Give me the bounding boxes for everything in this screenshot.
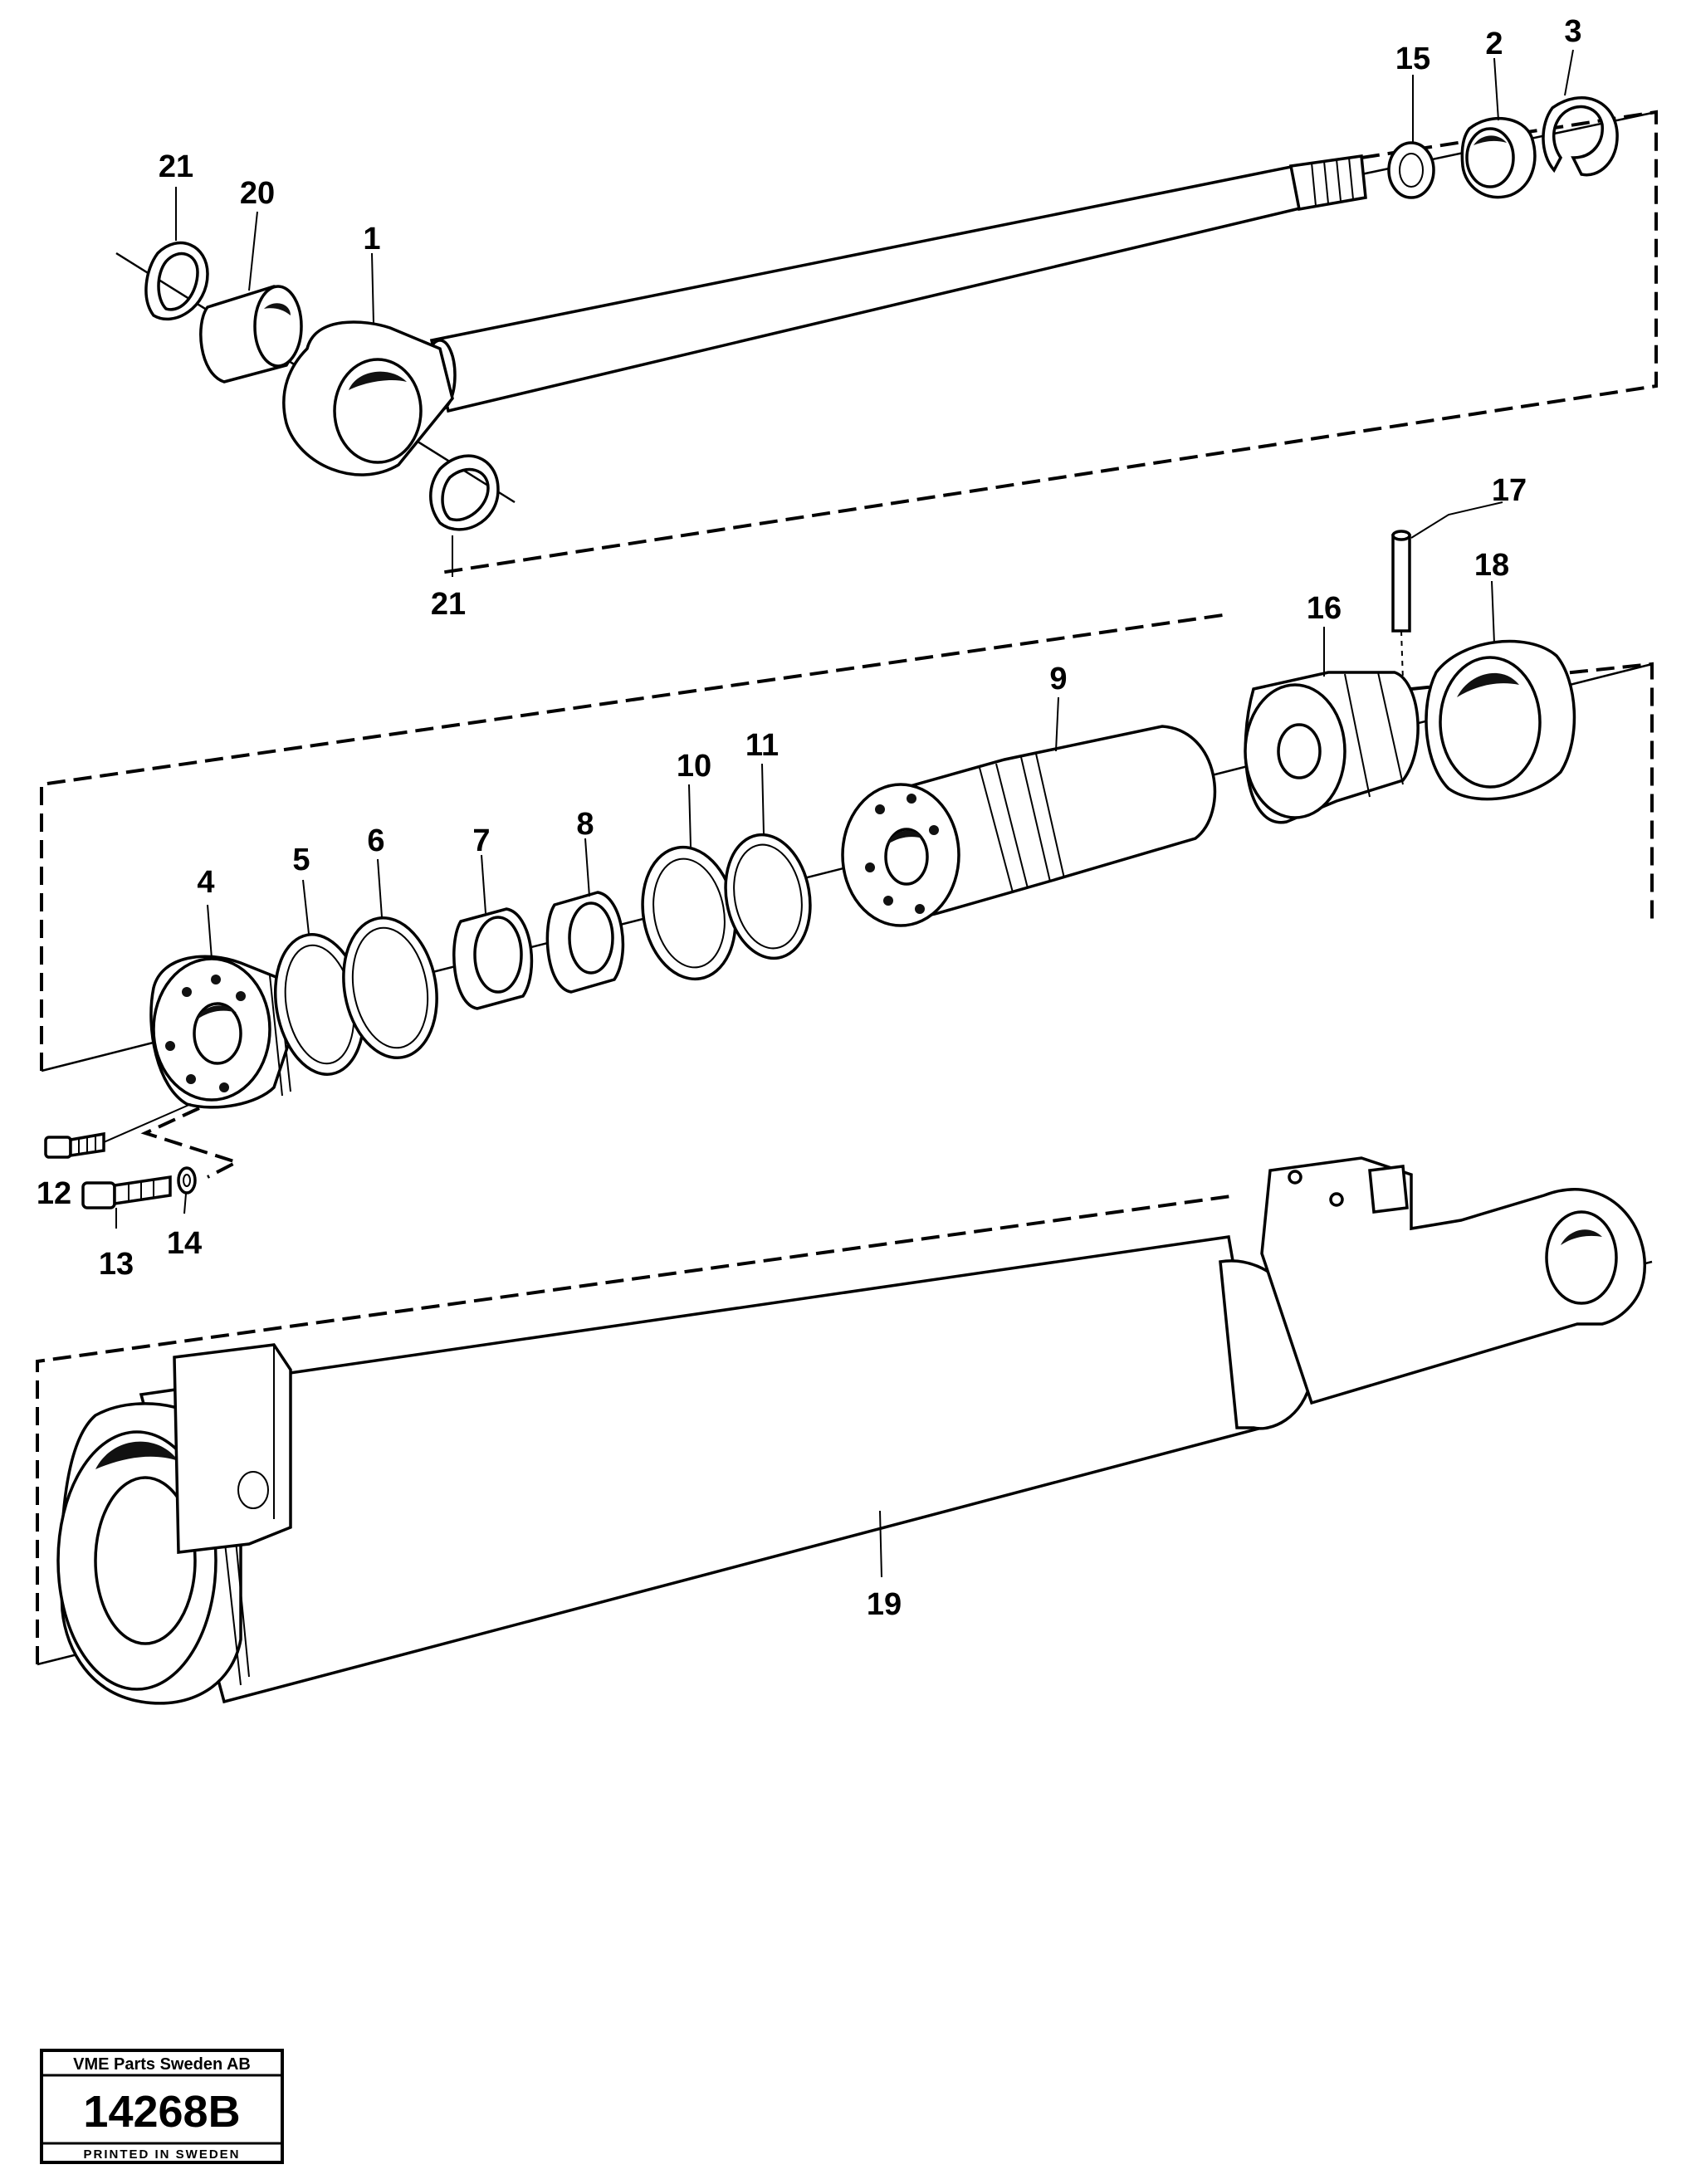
stamp-company: VME Parts Sweden AB (73, 2055, 251, 2074)
piston-rod (429, 164, 1306, 413)
rod-seal-bore (473, 916, 523, 994)
sealing-ring (724, 833, 812, 960)
callout-17: 17 (1492, 473, 1527, 508)
rear-mount-bore (1545, 1210, 1618, 1305)
callout-1: 1 (363, 222, 380, 257)
callout-12: 12 (37, 1176, 71, 1211)
callouts: 1 2 3 4 5 6 7 8 9 10 11 12 13 14 15 16 1… (37, 14, 1582, 1622)
callout-10: 10 (677, 749, 711, 784)
callout-3: 3 (1564, 14, 1581, 49)
cylinder-tube-group (36, 1156, 1653, 1705)
callout-21-bottom: 21 (431, 587, 466, 622)
snap-ring (1542, 96, 1619, 177)
circlip-left (144, 241, 209, 321)
callout-18: 18 (1474, 548, 1509, 583)
callout-2: 2 (1485, 27, 1503, 61)
callout-21-top: 21 (159, 149, 193, 184)
stamp-printed: PRINTED IN SWEDEN (83, 2147, 240, 2162)
callout-4: 4 (197, 865, 214, 900)
washer (177, 1166, 197, 1195)
callout-13: 13 (99, 1247, 134, 1282)
cylinder-rear-mount (1260, 1156, 1646, 1405)
callout-15: 15 (1395, 42, 1430, 76)
callout-14: 14 (167, 1226, 202, 1261)
screw-small (44, 1131, 105, 1159)
piston-nut-bore (1277, 723, 1322, 779)
stamp-number: 14268B (83, 2087, 240, 2137)
bolt (81, 1175, 172, 1209)
callout-16: 16 (1307, 591, 1342, 626)
callout-8: 8 (576, 807, 594, 842)
rod-threaded-end (1288, 154, 1367, 212)
stamp-box: VME Parts Sweden AB 14268B PRINTED IN SW… (40, 2049, 284, 2164)
locking-pin (1391, 534, 1411, 633)
bolt-bracket (140, 1107, 242, 1179)
callout-7: 7 (472, 823, 490, 858)
piston-bore (884, 828, 929, 886)
tube-frame (36, 1194, 1238, 1664)
piston-rod-group (115, 49, 1658, 577)
callout-11: 11 (745, 728, 779, 763)
callout-5: 5 (292, 843, 310, 877)
piston-group (40, 501, 1654, 1229)
callout-9: 9 (1049, 662, 1067, 696)
rod-seal-ring (1387, 141, 1435, 199)
callout-20: 20 (240, 176, 275, 211)
cylinder-front-bore (94, 1476, 197, 1645)
circlip-right (429, 454, 500, 531)
backup-ring (342, 916, 438, 1060)
guide-ring-bore (568, 901, 614, 975)
cylinder-head-bore (193, 1002, 242, 1065)
piston-frame-left (40, 613, 1229, 1071)
callout-19: 19 (867, 1587, 902, 1622)
rear-port-block (1368, 1165, 1409, 1214)
cylinder-tube (139, 1235, 1263, 1704)
bushing-bore (253, 285, 303, 368)
callout-6: 6 (367, 823, 384, 858)
rod-eye-shadow (349, 371, 407, 390)
